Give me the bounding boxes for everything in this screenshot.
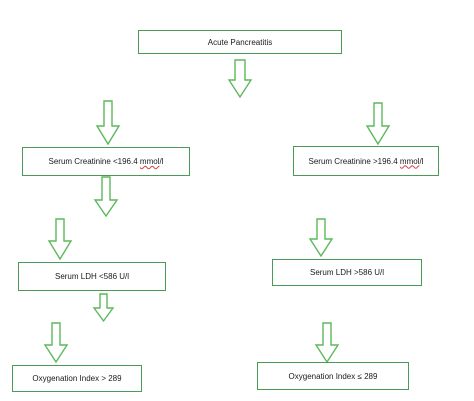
node-acute-pancreatitis-label: Acute Pancreatitis [207, 37, 273, 47]
node-ldh-high: Serum LDH >586 U/l [272, 259, 422, 286]
node-creatinine-low: Serum Creatinine <196.4 mmol/l [22, 147, 190, 176]
arrow-down-ldh-left [92, 293, 115, 323]
arrow-down-creatinine-left [93, 176, 119, 218]
node-creatinine-high: Serum Creatinine >196.4 mmol/l [293, 146, 439, 176]
arrow-down-level1-right [365, 102, 391, 146]
node-ldh-low-label: Serum LDH <586 U/l [54, 272, 130, 281]
node-oxygenation-low-label: Oxygenation Index ≤ 289 [288, 371, 378, 381]
arrow-down-level2-left [47, 218, 73, 261]
node-oxygenation-high-label: Oxygenation Index > 289 [32, 374, 122, 383]
node-creatinine-low-label: Serum Creatinine <196.4 mmol/l [48, 157, 164, 166]
node-acute-pancreatitis: Acute Pancreatitis [138, 30, 342, 54]
arrow-down-level1-left [95, 100, 121, 146]
node-ldh-low: Serum LDH <586 U/l [18, 262, 166, 291]
node-oxygenation-low: Oxygenation Index ≤ 289 [257, 362, 409, 390]
node-oxygenation-high: Oxygenation Index > 289 [12, 365, 142, 392]
node-ldh-high-label: Serum LDH >586 U/l [309, 268, 385, 277]
arrow-down-level2-right [308, 218, 334, 258]
arrow-down-level3-left [43, 322, 69, 364]
arrow-down-root [227, 59, 253, 99]
node-creatinine-high-label: Serum Creatinine >196.4 mmol/l [308, 156, 424, 166]
arrow-down-level3-right [314, 322, 340, 364]
